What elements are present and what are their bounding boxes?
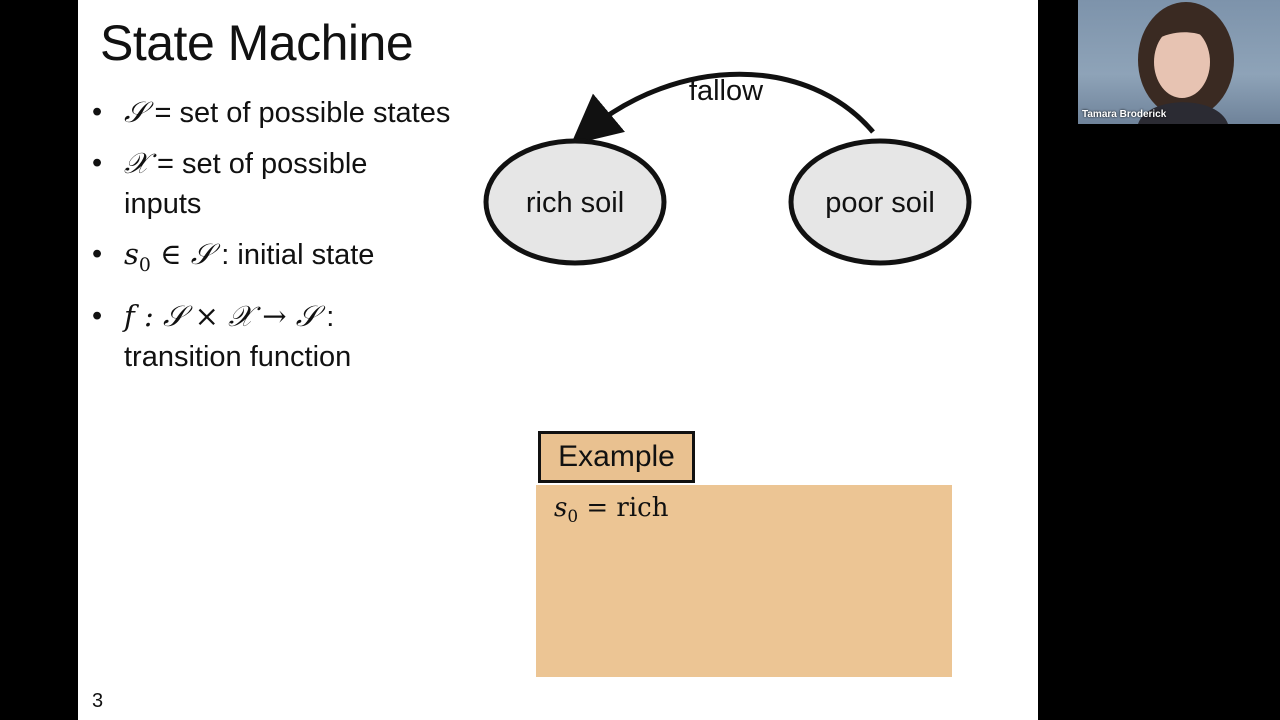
bullet-list: • 𝒮 = set of possible states • 𝒳 = set o… (92, 92, 452, 387)
state-diagram: fallow rich soil poor soil (483, 71, 972, 266)
bullet-text: = set of possible states (146, 97, 451, 129)
bullet-dot: • (92, 96, 103, 128)
transition-math: f : 𝒮 × 𝒳 → 𝒮 (124, 298, 319, 333)
presenter-video-icon (1138, 2, 1234, 124)
webcam-tile[interactable]: Tamara Broderick (1078, 0, 1280, 124)
bullet-dot: • (92, 299, 103, 332)
example-box: s0 = rich (536, 485, 952, 677)
bullet-text: = set of possible inputs (124, 148, 368, 220)
page-number: 3 (92, 690, 104, 712)
bullet-transition: • f : 𝒮 × 𝒳 → 𝒮 : transition function (92, 296, 452, 377)
slide-title: State Machine (100, 15, 414, 71)
node-label-rich-soil: rich soil (526, 187, 624, 219)
bullet-text: : initial state (213, 239, 375, 271)
bullet-text: : transition function (124, 300, 352, 373)
slide: State Machine • 𝒮 = set of possible stat… (78, 0, 1038, 720)
example-equation: s0 = rich (554, 493, 669, 527)
bullet-dot: • (92, 147, 103, 179)
inputs-symbol: 𝒳 (124, 146, 149, 180)
node-rich-soil (483, 138, 667, 266)
edge-label-fallow: fallow (689, 75, 764, 107)
bullet-inputs: • 𝒳 = set of possible inputs (92, 143, 452, 224)
participant-name: Tamara Broderick (1082, 109, 1167, 120)
bullet-dot: • (92, 238, 103, 270)
fallow-arrow (570, 71, 875, 145)
example-label: Example (538, 431, 695, 483)
states-symbol: 𝒮 (124, 95, 147, 129)
initial-state-math: s0 ∈ 𝒮 (124, 237, 214, 276)
bullet-states: • 𝒮 = set of possible states (92, 92, 452, 133)
node-poor-soil (788, 138, 972, 266)
node-label-poor-soil: poor soil (825, 187, 935, 219)
bullet-initial-state: • s0 ∈ 𝒮 : initial state (92, 234, 452, 286)
